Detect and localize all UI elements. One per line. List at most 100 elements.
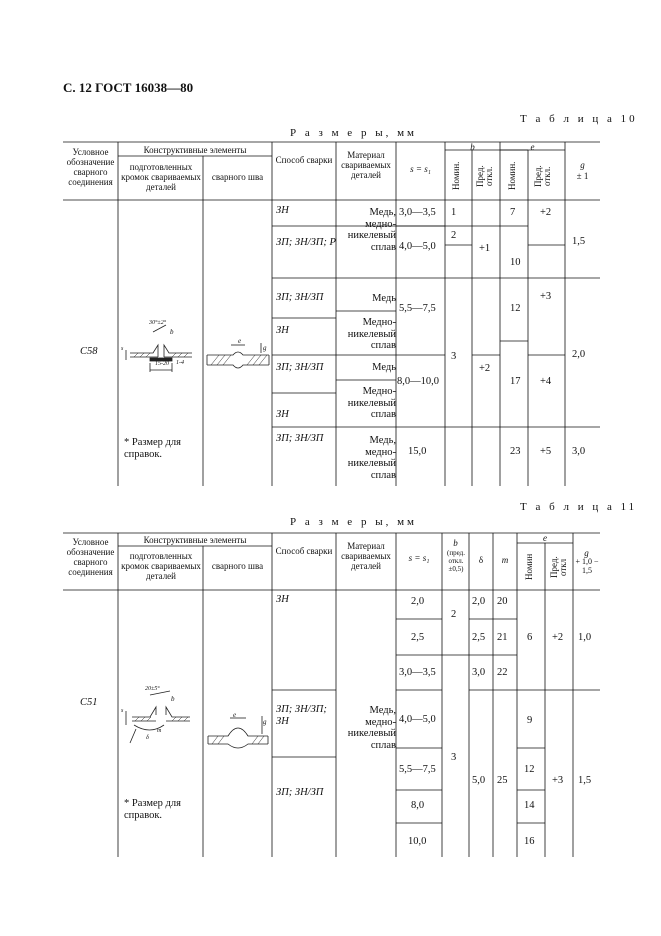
t11-s-2: 2,5 xyxy=(411,632,425,643)
t11-weld-drawing xyxy=(207,716,269,749)
t10-designation: С58 xyxy=(80,346,98,357)
t10-e-nom-2: 10 xyxy=(510,257,521,268)
t10-method-6: ЗН xyxy=(276,409,289,420)
t10-note: * Размер для справок. xyxy=(124,437,181,460)
t11-s-3: 3,0—3,5 xyxy=(399,667,436,678)
t10-fig-e: e xyxy=(238,337,242,345)
table11-caption: Т а б л и ц а 11 xyxy=(520,501,638,513)
t10-material-2: Медь xyxy=(372,293,396,304)
t11-s-1: 2,0 xyxy=(411,596,425,607)
t10-e-dev-1: +2 xyxy=(540,207,552,218)
t11-m-4: 25 xyxy=(497,775,508,786)
t10-g-3: 3,0 xyxy=(572,446,586,457)
t11-fig-m: m xyxy=(157,728,162,734)
t10-header-b: b xyxy=(470,142,475,152)
t10-b-dev-2: +2 xyxy=(479,363,491,374)
t10-e-nom-1: 7 xyxy=(510,207,516,218)
t10-header-designation: Условное обозначение сварного соединения xyxy=(66,147,115,187)
t11-s-6: 8,0 xyxy=(411,800,425,811)
t10-g-1: 1,5 xyxy=(572,236,586,247)
t10-material-3: Медно-никелевый сплав xyxy=(347,317,396,351)
t10-method-2: ЗП; ЗН/ЗП; Р xyxy=(276,237,336,248)
t11-fig-angle: 20±5° xyxy=(145,686,160,692)
t11-e-nom-5: 16 xyxy=(524,836,535,847)
table10-caption: Т а б л и ц а 10 xyxy=(520,113,638,125)
t11-s-7: 10,0 xyxy=(408,836,427,847)
t11-fig-e: e xyxy=(233,711,237,719)
t11-delta-2: 2,5 xyxy=(472,632,486,643)
t11-header-edges: подготовленных кромок свариваемых детале… xyxy=(121,551,201,581)
t11-method-2: ЗП; ЗН/ЗП; ЗН xyxy=(276,704,327,727)
t10-method-7: ЗП; ЗН/ЗП xyxy=(276,433,324,444)
t10-header-weld: сварного шва xyxy=(211,172,264,182)
t10-fig-b: b xyxy=(170,328,174,336)
t11-g-1: 1,0 xyxy=(578,632,592,643)
t11-designation: С51 xyxy=(80,697,98,708)
t11-header-m: m xyxy=(501,555,509,565)
t10-material-4: Медь xyxy=(372,362,396,373)
t10-e-nom-3: 12 xyxy=(510,303,521,314)
t10-material-1: Медь, медно-никелевый сплав xyxy=(347,207,396,253)
t11-e-nom-4: 14 xyxy=(524,800,535,811)
t10-header-material: Материал свариваемых деталей xyxy=(341,150,391,180)
t11-e-nom-2: 9 xyxy=(527,715,533,726)
t10-fig-s: s xyxy=(121,346,124,352)
t11-b-1: 2 xyxy=(451,609,457,620)
t11-e-nom-1: 6 xyxy=(527,632,533,643)
t10-b-nom-2: 2 xyxy=(451,230,457,241)
t11-m-2: 21 xyxy=(497,632,508,643)
t11-m-1: 20 xyxy=(497,596,508,607)
t10-header-b-nomin: Номин. xyxy=(451,161,461,191)
t11-delta-1: 2,0 xyxy=(472,596,486,607)
t10-b-nom-3: 3 xyxy=(451,351,457,362)
t11-header-material: Материал свариваемых деталей xyxy=(341,541,391,571)
t11-e-nom-3: 12 xyxy=(524,764,535,775)
t11-b-2: 3 xyxy=(451,752,457,763)
t11-s-5: 5,5—7,5 xyxy=(399,764,436,775)
t11-material: Медь, медно-никелевый сплав xyxy=(347,705,396,751)
t11-m-3: 22 xyxy=(497,667,508,678)
t11-header-g-tol: + 1,0 − 1,5 xyxy=(575,557,599,575)
t10-edge-drawing xyxy=(125,324,192,372)
t11-header-delta: δ xyxy=(478,555,484,565)
t11-header-s: s = s₁ xyxy=(408,553,430,563)
t11-method-1: ЗН xyxy=(276,594,289,605)
t10-header-edges: подготовленных кромок свариваемых детале… xyxy=(121,162,201,192)
t10-header-e-nomin: Номин. xyxy=(507,161,517,191)
t10-fig-angle: 30°±2° xyxy=(149,320,167,326)
t10-method-1: ЗН xyxy=(276,205,289,216)
t10-b-nom-1: 1 xyxy=(451,207,457,218)
t11-e-dev-1: +2 xyxy=(552,632,564,643)
t11-header-e-nomin: Номин xyxy=(524,553,534,581)
t10-s-4: 8,0—10,0 xyxy=(397,376,439,387)
t11-fig-delta: δ xyxy=(146,735,149,741)
t10-header-s: s = s₁ xyxy=(410,164,431,174)
table10-units: Р а з м е р ы, мм xyxy=(290,127,418,139)
t10-method-4: ЗН xyxy=(276,325,289,336)
t10-header-constructive: Конструктивные элементы xyxy=(143,145,247,155)
t10-header-g-tol: ± 1 xyxy=(576,171,589,181)
t11-header-designation: Условное обозначение сварного соединения xyxy=(66,537,115,577)
t10-header-e-pred: Пред. откл. xyxy=(533,165,552,187)
t10-e-nom-5: 23 xyxy=(510,446,521,457)
t10-fig-one: 1-4 xyxy=(176,360,184,366)
t10-header-e: e xyxy=(530,142,535,152)
t11-header-e-pred: Пред. откл xyxy=(549,556,568,578)
t10-e-nom-4: 17 xyxy=(510,376,521,387)
t10-material-5: Медно-никелевый сплав xyxy=(347,386,396,420)
t10-fig-g: g xyxy=(263,344,267,352)
t10-s-3: 5,5—7,5 xyxy=(399,303,436,314)
t10-header-g: g xyxy=(580,160,585,170)
t10-s-1: 3,0—3,5 xyxy=(399,207,436,218)
t11-fig-b: b xyxy=(171,695,175,703)
t10-method-3: ЗП; ЗН/ЗП xyxy=(276,292,324,303)
t10-e-dev-4: +5 xyxy=(540,446,552,457)
t11-fig-s: s xyxy=(121,708,124,714)
t11-delta-3: 3,0 xyxy=(472,667,486,678)
t10-fig-range: 15-20 xyxy=(155,361,169,367)
t11-s-4: 4,0—5,0 xyxy=(399,714,436,725)
t10-method-5: ЗП; ЗН/ЗП xyxy=(276,362,324,373)
t11-header-constructive: Конструктивные элементы xyxy=(143,535,247,545)
page-header: С. 12 ГОСТ 16038—80 xyxy=(63,80,194,95)
